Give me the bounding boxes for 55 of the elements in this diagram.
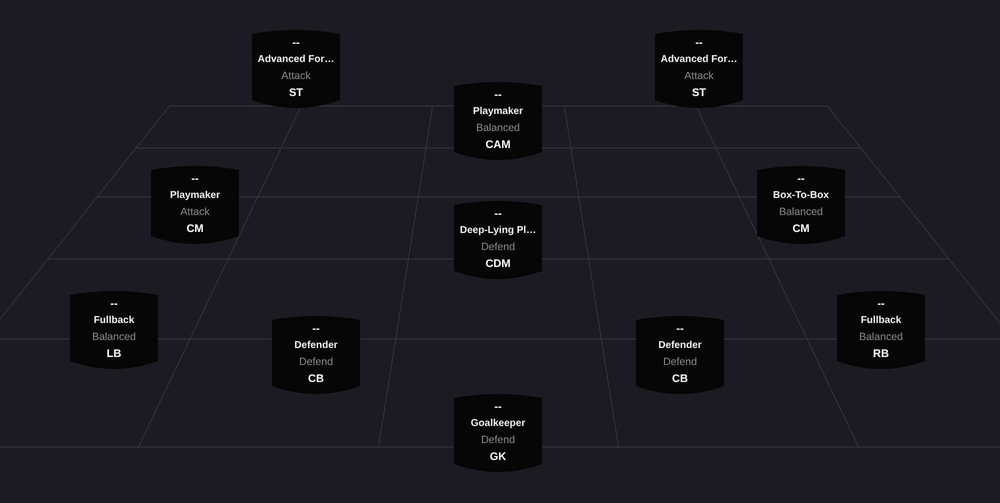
role-focus: Balanced xyxy=(476,121,520,136)
position-label: CM xyxy=(186,222,204,236)
position-label: CB xyxy=(672,372,688,386)
player-card xyxy=(151,166,239,244)
role-focus: Defend xyxy=(481,240,515,255)
role-name: Fullback xyxy=(860,314,902,328)
player-card xyxy=(757,166,845,244)
position-label: RB xyxy=(873,346,889,362)
role-focus: Balanced xyxy=(859,330,903,345)
role-name: Goalkeeper xyxy=(470,416,526,430)
role-name: Defender xyxy=(658,338,702,352)
position-label: GK xyxy=(490,450,506,464)
rating: -- xyxy=(312,322,320,337)
role-name: Playmaker xyxy=(170,188,220,202)
role-name: Defender xyxy=(294,338,338,352)
player-card xyxy=(252,30,340,108)
role-focus: Attack xyxy=(180,205,210,220)
rating: -- xyxy=(191,172,199,187)
role-name: Advanced For… xyxy=(660,52,738,66)
rating: -- xyxy=(110,297,118,312)
role-focus: Defend xyxy=(299,355,333,370)
rating: -- xyxy=(797,172,805,187)
rating: -- xyxy=(494,400,502,415)
position-label: CM xyxy=(792,222,810,236)
player-card xyxy=(272,316,360,394)
player-card xyxy=(454,201,542,279)
player-card xyxy=(454,82,542,160)
rating: -- xyxy=(877,297,885,312)
role-name: Fullback xyxy=(94,314,134,328)
player-card xyxy=(636,316,724,394)
role-name: Advanced For… xyxy=(258,52,334,66)
player-card xyxy=(454,394,542,472)
position-label: CAM xyxy=(485,138,511,152)
rating: -- xyxy=(292,36,300,51)
player-card xyxy=(655,30,743,108)
role-focus: Defend xyxy=(663,355,697,370)
position-label: LB xyxy=(106,346,122,362)
role-focus: Balanced xyxy=(92,330,136,345)
position-label: ST xyxy=(288,86,304,100)
role-focus: Attack xyxy=(684,69,714,84)
position-label: CDM xyxy=(485,256,511,272)
role-name: Deep-Lying Pl… xyxy=(460,224,536,238)
rating: -- xyxy=(695,36,703,51)
role-focus: Balanced xyxy=(779,205,823,220)
position-label: CB xyxy=(308,372,324,386)
player-card xyxy=(837,291,925,369)
role-name: Box-To-Box xyxy=(773,188,829,202)
rating: -- xyxy=(494,88,502,103)
role-focus: Defend xyxy=(481,433,515,448)
rating: -- xyxy=(494,207,502,222)
role-focus: Attack xyxy=(281,69,311,84)
player-card xyxy=(70,291,158,369)
position-label: ST xyxy=(692,86,706,100)
role-name: Playmaker xyxy=(472,104,524,118)
rating: -- xyxy=(676,322,684,337)
